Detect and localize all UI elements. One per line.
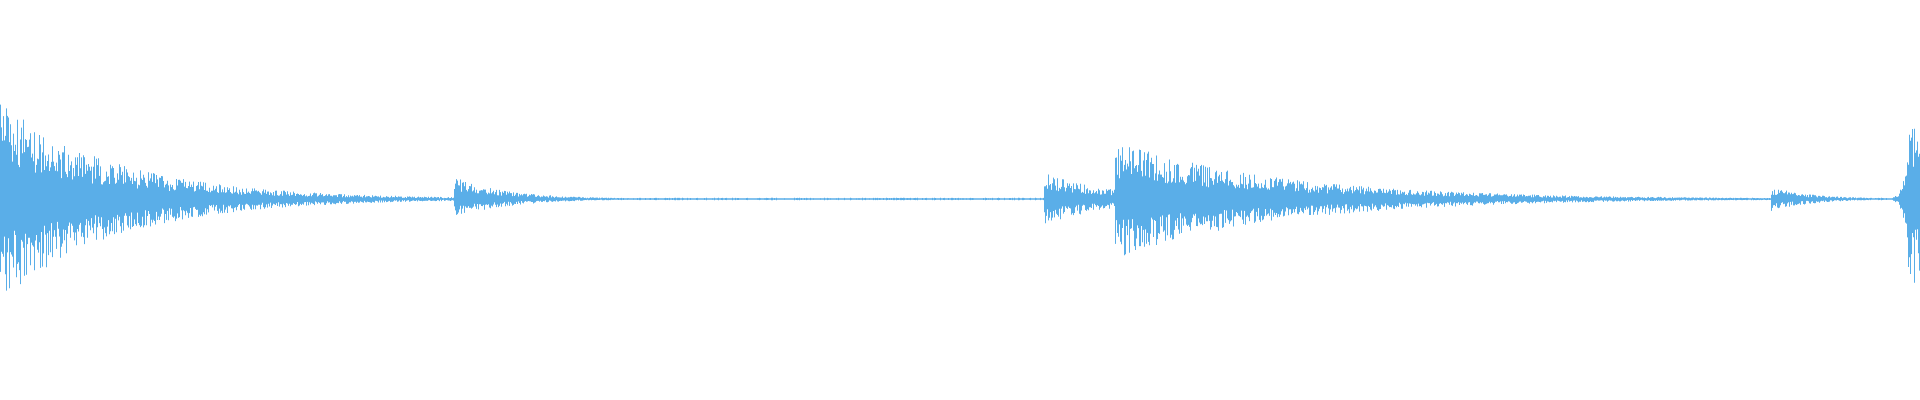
waveform-trace: [0, 104, 1920, 291]
waveform-samples: [0, 104, 1920, 291]
